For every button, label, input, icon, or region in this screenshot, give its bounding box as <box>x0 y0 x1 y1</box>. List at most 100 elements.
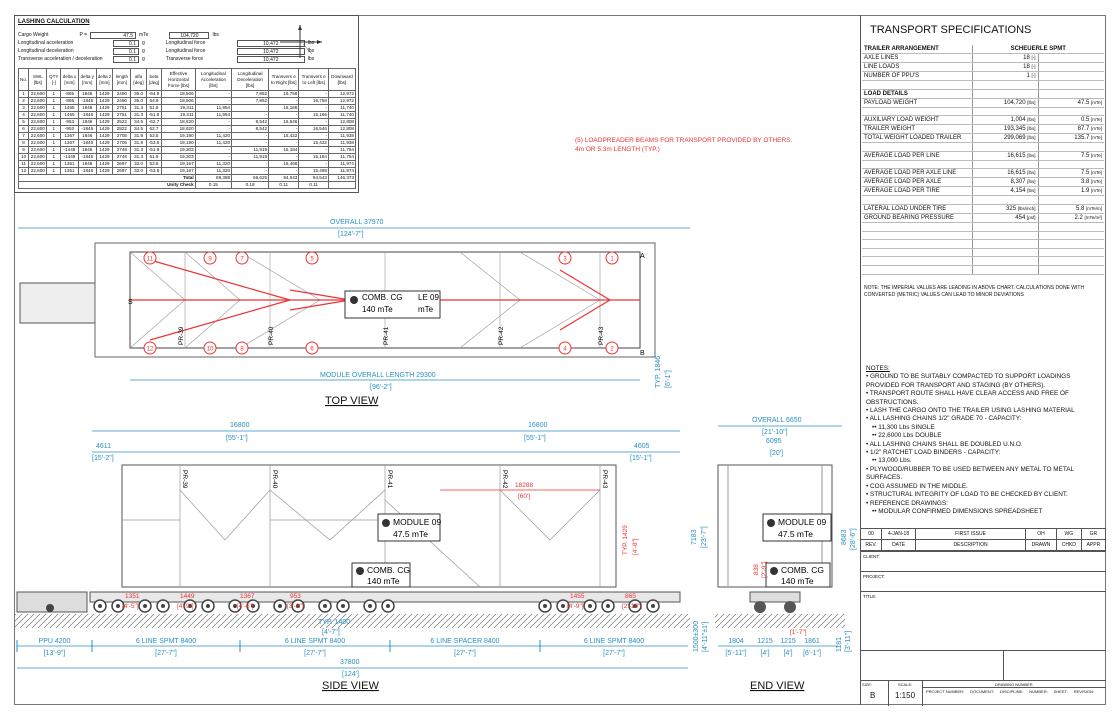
side-a: A <box>640 253 645 260</box>
note-item: • COG ASSUMED IN THE MIDDLE. <box>866 482 968 490</box>
spec-value: 18 <box>1023 64 1030 71</box>
spec-row <box>862 222 1104 232</box>
lash-dim-ft: [4'-6"] <box>237 603 254 610</box>
spec-row: LOAD DETAILS <box>862 89 1104 99</box>
dim-6095-ft: [20'] <box>770 450 783 457</box>
transport-drawing: (5) LOADPREADER BEAMS FOR TRANSPORT PROV… <box>15 137 857 692</box>
side-b: B <box>640 350 645 357</box>
note-item: •• 22,6000 Lbs DOUBLE <box>872 432 942 440</box>
spec-row <box>862 239 1104 249</box>
end-base-dim-ft: [6'-1"] <box>803 650 821 657</box>
spec-unit: [psf] <box>1026 215 1036 221</box>
spec-unit-metric: [mTe] <box>1090 152 1102 158</box>
spec-unit-metric: [mTe/m²] <box>1084 215 1103 221</box>
revision-header: REV. <box>859 539 883 551</box>
lashing-number: 12 <box>147 347 154 353</box>
spec-value-metric: 0.5 <box>1080 117 1090 124</box>
module-weight: 47.5 mTe <box>778 529 813 539</box>
end-base-dim: 1861 <box>804 638 820 645</box>
lashing-input-force-label: Longitudinal force <box>165 48 206 54</box>
dim-838-ft: [2'-9"] <box>761 561 768 578</box>
segment-dim: 6 LINE SPMT 8400 <box>136 638 196 645</box>
pr-label: PR-42 <box>501 470 508 489</box>
lashing-input-force-label: Longitudinal force <box>165 40 206 46</box>
end-view-label: END VIEW <box>750 680 805 692</box>
column-header: delta y [mm] <box>77 68 97 91</box>
spec-label: AXLE LINES <box>862 53 972 64</box>
ppu-unit <box>19 282 96 324</box>
drawing-sheet-border <box>14 15 1106 705</box>
spec-value: 299,069 <box>1003 135 1026 142</box>
spec-label: AUXILIARY LOAD WEIGHT <box>862 115 972 126</box>
cg-weight: 140 mTe <box>781 576 814 586</box>
note-item: • TRANSPORT ROUTE SHALL HAVE CLEAR ACCES… <box>866 390 1069 406</box>
lashing-input-unit: g <box>142 40 145 46</box>
cargo-weight-row: Cargo Weight P = 47.5 mTe 104,720 lbs <box>18 31 355 39</box>
spec-label: NUMBER OF PPU'S <box>862 71 972 82</box>
drawing-number-field: DOCUMENT: <box>970 689 994 694</box>
lashing-input-value[interactable]: 0.1 <box>113 47 139 55</box>
spec-row <box>862 80 1104 90</box>
notes-title: NOTES: <box>866 365 890 372</box>
spec-unit: [lbs] <box>1027 99 1036 105</box>
dim-4611-ft: [15'-2"] <box>92 455 114 462</box>
lashing-point-icon <box>605 251 619 265</box>
title-block-bottom: SIZE: B SCALE: 1:150 DRAWING NUMBER PROJ… <box>860 680 1106 706</box>
pr-label: PR-42 <box>498 326 505 345</box>
revision-cell: 00 <box>859 528 883 540</box>
title-block: TITLE: <box>860 591 1106 680</box>
note-item: • 1/2" RATCHET LOAD BINDERS - CAPACITY: <box>866 449 1001 457</box>
lash-dim-ft: [3'-2"] <box>287 603 304 610</box>
end-view: OVERALL 6650 [21'-10"] 6095 [20'] MODULE… <box>715 417 857 692</box>
end-base-dim-ft: [4'] <box>760 650 769 657</box>
dim-red-ft: [1'-7"] <box>790 629 807 636</box>
note-item: • ALL LASHING CHAINS SHALL BE DOUBLED U.… <box>866 440 1023 448</box>
segment-dim-ft: [13'-9"] <box>44 650 66 657</box>
revision-cell: OH <box>1025 528 1057 540</box>
lashing-input-value[interactable]: 0.1 <box>113 55 139 63</box>
end-base-dim: 1215 <box>780 638 796 645</box>
red-note-line1: (5) LOADPREADER BEAMS FOR TRANSPORT PROV… <box>575 137 793 144</box>
dim-deck-ft: [4'-11"±1'] <box>702 622 709 652</box>
drawing-number-field: DISCIPLINE: <box>999 689 1024 694</box>
segment-dim-ft: [27'-7"] <box>304 650 326 657</box>
side-module-label <box>377 513 441 542</box>
module-text: MODULE 09 <box>393 517 441 527</box>
scale-value: 1:150 <box>895 691 916 700</box>
side-cg-label <box>351 562 411 588</box>
end-module-label <box>762 513 832 542</box>
lashing-point-icon <box>203 251 217 265</box>
spec-label <box>862 231 972 241</box>
lash-dim: 865 <box>625 593 636 600</box>
spec-unit-metric: [mTe] <box>1090 170 1102 176</box>
unit: lbs <box>212 32 219 38</box>
spec-unit: [lbs] <box>1027 188 1036 194</box>
dim-8683: 8683 <box>841 529 848 545</box>
spec-row <box>862 160 1104 170</box>
drawing-number-field: SHEET: <box>1053 689 1068 694</box>
spec-value: 16,615 <box>1007 170 1026 177</box>
lashing-input-value[interactable]: 0.1 <box>113 39 139 47</box>
lashing-number: 3 <box>563 257 567 263</box>
spec-value: 104,720 <box>1003 99 1026 106</box>
spec-value: 8,307 <box>1010 179 1026 186</box>
segment-dim-ft: [27'-7"] <box>155 650 177 657</box>
dim-16800-b: 16800 <box>528 422 548 429</box>
cg-text: COMB. CG <box>781 565 824 575</box>
cargo-weight-label: Cargo Weight <box>18 32 49 38</box>
spec-row <box>862 256 1104 267</box>
dim-deck: 1500±300 <box>693 621 700 652</box>
drawing-number-field: PROJECT NUMBER: <box>926 689 965 694</box>
cargo-lbs-field[interactable]: 104,720 <box>169 31 210 39</box>
top-view: OVERALL 37970 [124'-7"] COMB. CG 140 mTe… <box>18 219 690 407</box>
end-base-dim: 1215 <box>757 638 773 645</box>
lashing-title: LASHING CALCULATION <box>18 19 90 25</box>
cargo-mte-field[interactable]: 47.5 <box>90 31 136 39</box>
